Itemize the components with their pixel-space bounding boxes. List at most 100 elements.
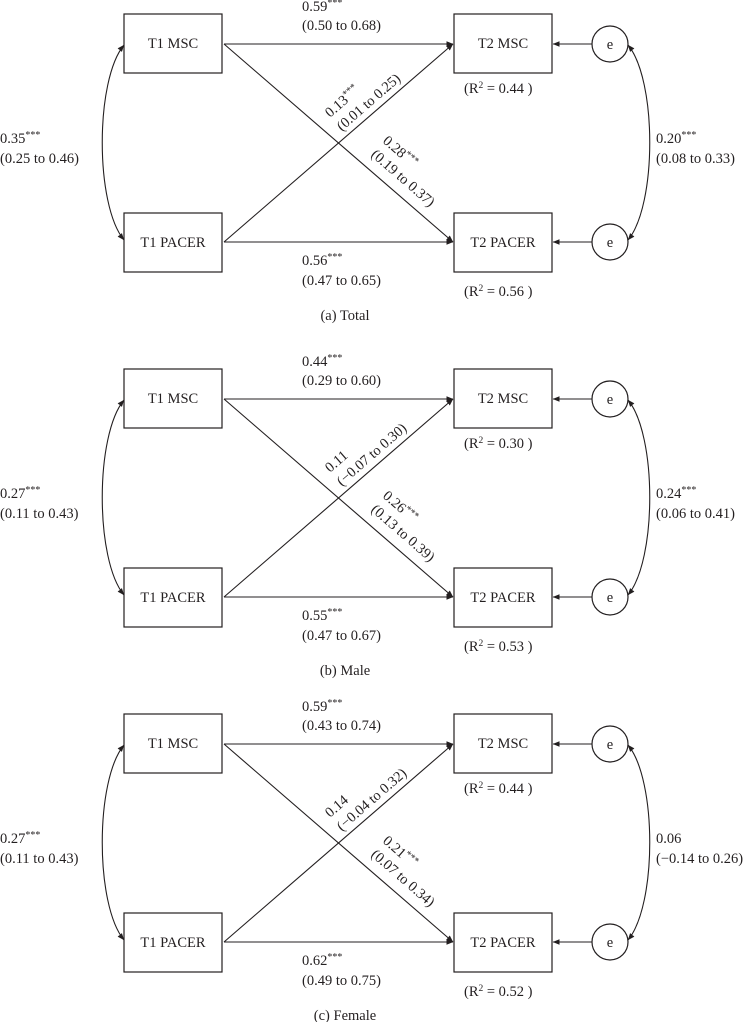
error-node-pacer-label: e <box>607 935 613 951</box>
label-pacer-to-pacer-estimate-significance: *** <box>327 607 342 618</box>
label-msc-to-msc-estimate-value: 0.44 <box>302 354 328 370</box>
label-t1-covariance-ci: (0.11 to 0.43) <box>0 851 79 867</box>
node-t1-msc-box <box>123 713 223 774</box>
covariance-curve-errors <box>627 399 651 596</box>
label-pacer-to-pacer-ci: (0.47 to 0.65) <box>302 273 381 289</box>
label-pacer-to-pacer-ci: (0.47 to 0.67) <box>302 628 381 644</box>
label-msc-to-msc-estimate: 0.59*** <box>302 698 342 715</box>
node-t2-msc-box <box>453 368 553 429</box>
label-pacer-to-msc: 0.11(−0.07 to 0.30) <box>322 420 410 489</box>
r2-label-pacer: (R2 = 0.52 ) <box>464 984 533 1000</box>
label-msc-to-pacer: 0.28***(0.19 to 0.37) <box>368 133 438 211</box>
panel-caption: (b) Male <box>320 663 370 679</box>
node-t2-msc-label: T2 MSC <box>478 36 528 52</box>
label-error-covariance-estimate: 0.06 <box>656 831 681 847</box>
label-pacer-to-pacer-estimate-significance: *** <box>327 952 342 963</box>
node-t2-msc-label: T2 MSC <box>478 736 528 752</box>
r2-label-pacer-prefix: (R <box>464 284 479 300</box>
node-t1-msc-label: T1 MSC <box>148 36 198 52</box>
panel-caption: (a) Total <box>320 308 369 324</box>
r2-label-pacer-suffix: = 0.52 ) <box>483 984 532 1000</box>
label-t1-covariance-estimate-value: 0.35 <box>0 131 25 147</box>
r2-label-msc-suffix: = 0.44 ) <box>483 781 532 797</box>
error-node-pacer-label: e <box>607 235 613 251</box>
label-pacer-to-pacer-estimate: 0.62*** <box>302 952 342 969</box>
r2-label-msc-superscript: 2 <box>479 781 484 791</box>
node-t1-msc-label: T1 MSC <box>148 391 198 407</box>
covariance-curve-t1 <box>101 744 125 941</box>
covariance-curve-t1 <box>101 44 125 241</box>
label-t1-covariance-ci: (0.25 to 0.46) <box>0 151 79 167</box>
node-t1-msc-label: T1 MSC <box>148 736 198 752</box>
label-msc-to-msc-estimate: 0.59*** <box>302 0 342 15</box>
covariance-curve-t1 <box>101 399 125 596</box>
label-pacer-to-msc: 0.13***(0.01 to 0.25) <box>322 71 404 135</box>
error-node-msc-label: e <box>607 737 613 753</box>
node-t2-msc-box <box>453 13 553 74</box>
label-error-covariance-ci: (0.06 to 0.41) <box>656 506 735 522</box>
covariance-curve-errors <box>627 744 651 941</box>
node-t2-pacer-box <box>453 212 553 273</box>
label-pacer-to-pacer-estimate: 0.56*** <box>302 252 342 269</box>
node-t1-pacer-box <box>123 567 223 628</box>
label-msc-to-msc-ci: (0.29 to 0.60) <box>302 373 381 389</box>
label-t1-covariance-estimate-significance: *** <box>25 485 40 496</box>
label-error-covariance-ci: (−0.14 to 0.26) <box>656 851 743 867</box>
error-node-pacer-label: e <box>607 590 613 606</box>
label-t1-covariance-estimate-value: 0.27 <box>0 486 25 502</box>
r2-label-msc-superscript: 2 <box>479 436 484 446</box>
node-t2-pacer-label: T2 PACER <box>470 935 535 951</box>
label-pacer-to-pacer-estimate-significance: *** <box>327 252 342 263</box>
path-pacer-to-msc <box>223 398 454 598</box>
label-t1-covariance-ci: (0.11 to 0.43) <box>0 506 79 522</box>
r2-label-msc-suffix: = 0.44 ) <box>483 81 532 97</box>
error-node-pacer <box>591 578 629 616</box>
node-t2-pacer-box <box>453 567 553 628</box>
node-t2-pacer-box <box>453 912 553 973</box>
label-error-covariance-ci: (0.08 to 0.33) <box>656 151 735 167</box>
label-t1-covariance-estimate-significance: *** <box>25 130 40 141</box>
label-t1-covariance-estimate-value: 0.27 <box>0 831 25 847</box>
r2-label-pacer-superscript: 2 <box>479 284 484 294</box>
r2-label-msc-prefix: (R <box>464 436 479 452</box>
label-t1-covariance-estimate: 0.35*** <box>0 130 40 147</box>
error-node-msc <box>591 25 629 63</box>
label-t1-covariance-estimate: 0.27*** <box>0 830 40 847</box>
label-msc-to-msc-ci: (0.50 to 0.68) <box>302 18 381 34</box>
label-msc-to-msc-estimate: 0.44*** <box>302 353 342 370</box>
r2-label-msc: (R2 = 0.30 ) <box>464 436 533 452</box>
label-msc-to-pacer: 0.26***(0.13 to 0.39) <box>368 488 438 566</box>
node-t1-pacer-label: T1 PACER <box>140 590 205 606</box>
node-t1-msc-box <box>123 368 223 429</box>
r2-label-pacer: (R2 = 0.56 ) <box>464 284 533 300</box>
node-t1-pacer-label: T1 PACER <box>140 235 205 251</box>
label-msc-to-msc-estimate-significance: *** <box>327 0 342 9</box>
label-error-covariance-estimate: 0.20*** <box>656 130 696 147</box>
error-node-msc <box>591 725 629 763</box>
path-pacer-to-msc <box>223 743 454 943</box>
error-node-pacer <box>591 223 629 261</box>
label-error-covariance-estimate-value: 0.24 <box>656 486 682 502</box>
label-msc-to-msc-estimate-value: 0.59 <box>302 0 327 15</box>
r2-label-pacer-prefix: (R <box>464 984 479 1000</box>
node-t2-msc-label: T2 MSC <box>478 391 528 407</box>
r2-label-msc: (R2 = 0.44 ) <box>464 781 533 797</box>
node-t1-pacer-box <box>123 212 223 273</box>
label-error-covariance-estimate: 0.24*** <box>656 485 696 502</box>
node-t1-msc-box <box>123 13 223 74</box>
panel-caption: (c) Female <box>314 1008 376 1022</box>
label-t1-covariance-estimate: 0.27*** <box>0 485 40 502</box>
label-t1-covariance-estimate-significance: *** <box>25 830 40 841</box>
node-t2-msc-box <box>453 713 553 774</box>
covariance-curve-errors <box>627 44 651 241</box>
node-t1-pacer-box <box>123 912 223 973</box>
label-pacer-to-pacer-ci: (0.49 to 0.75) <box>302 973 381 989</box>
r2-label-msc: (R2 = 0.44 ) <box>464 81 533 97</box>
r2-label-pacer-superscript: 2 <box>479 639 484 649</box>
label-msc-to-pacer: 0.21***(0.07 to 0.34) <box>368 833 438 911</box>
label-error-covariance-estimate-significance: *** <box>681 485 696 496</box>
